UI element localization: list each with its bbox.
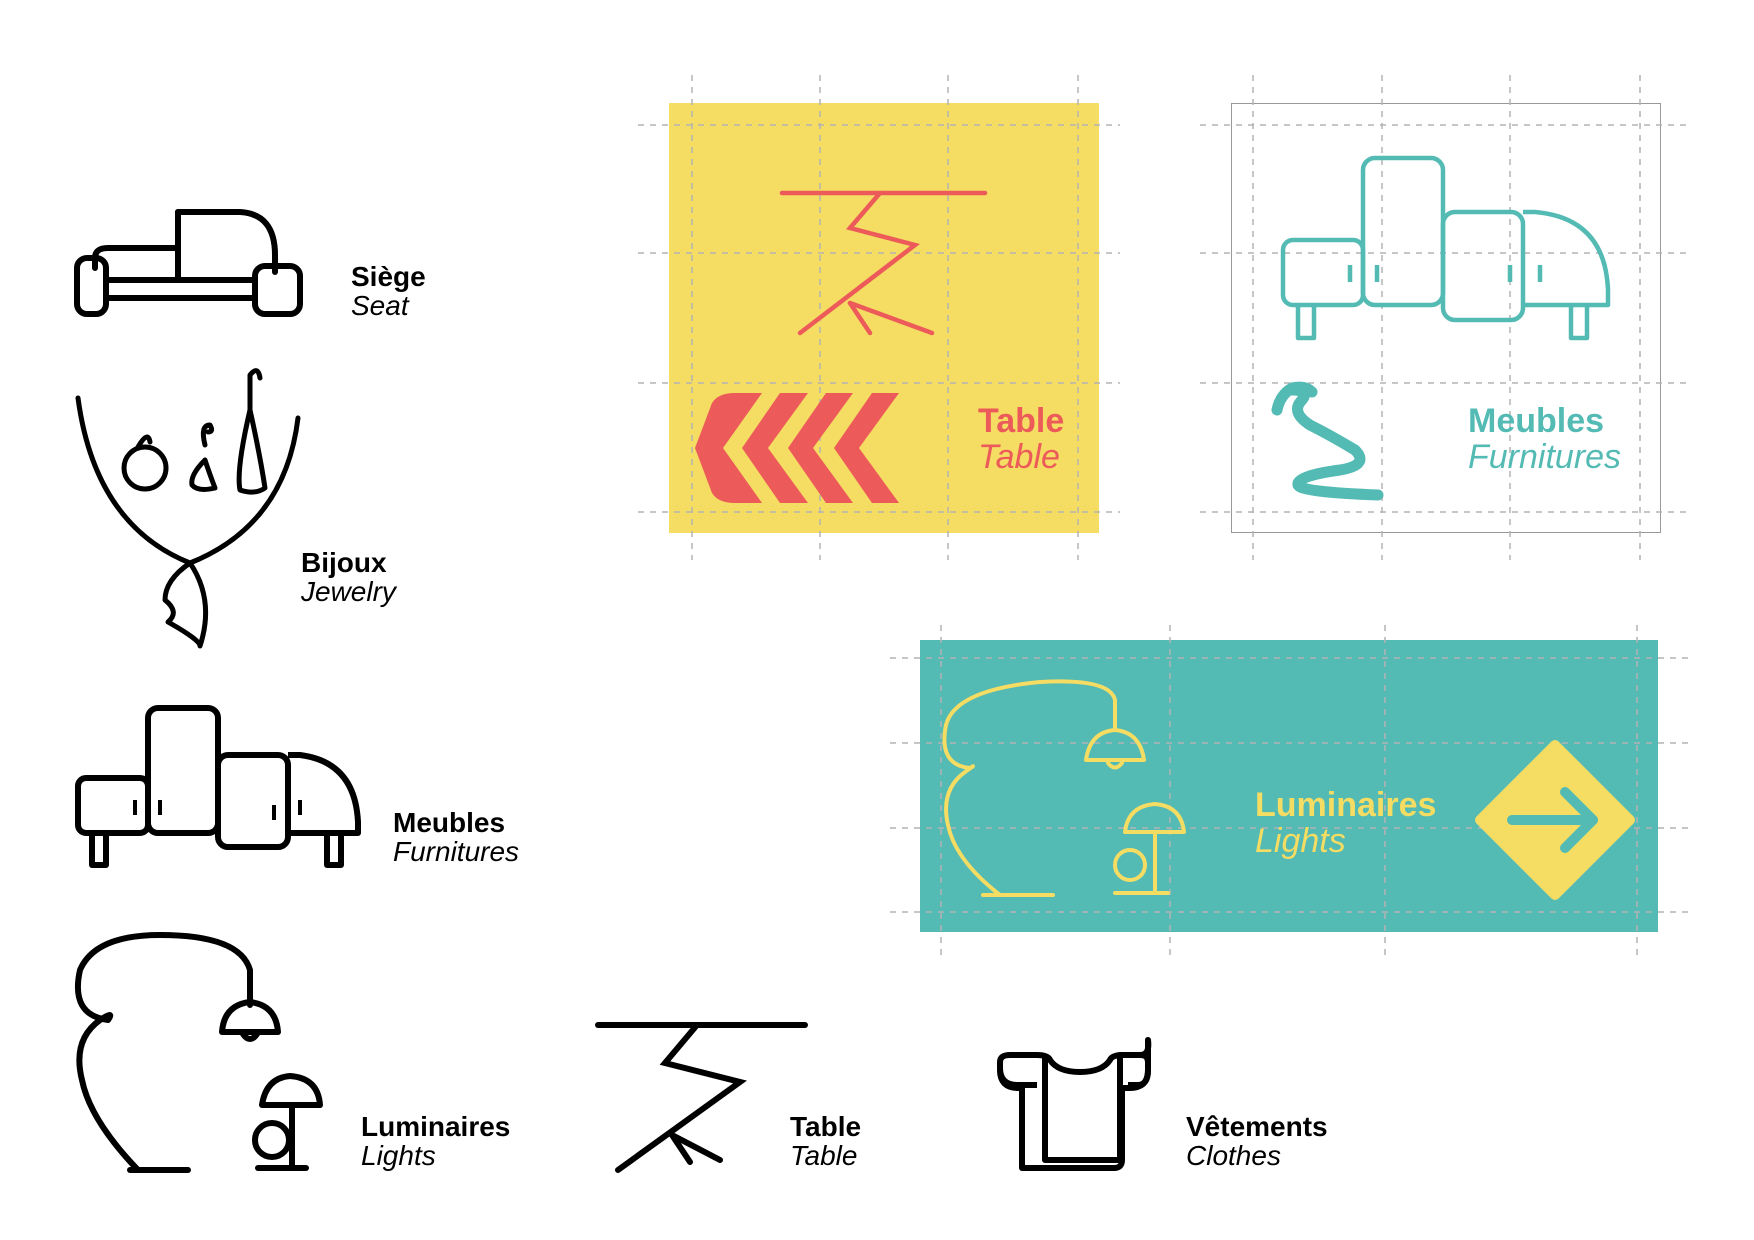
label-furniture-en: Furnitures	[393, 836, 520, 868]
sign-table-label-en: Table	[978, 437, 1060, 476]
label-table-en: Table	[790, 1140, 858, 1172]
sign-lights-label-en: Lights	[1255, 821, 1346, 860]
label-jewelry-en: Jewelry	[301, 576, 396, 608]
sign-table-label-fr: Table	[978, 402, 1065, 440]
label-lights: Luminaires Lights	[361, 1112, 510, 1171]
label-clothes: Vêtements Clothes	[1186, 1112, 1328, 1171]
label-table: Table Table	[790, 1112, 861, 1171]
label-seat-en: Seat	[351, 290, 409, 322]
label-jewelry-fr: Bijoux	[301, 547, 387, 578]
label-table-fr: Table	[790, 1111, 862, 1142]
label-jewelry: Bijoux Jewelry	[301, 548, 396, 607]
sign-furniture-label-en: Furnitures	[1468, 437, 1622, 476]
label-lights-fr: Luminaires	[361, 1111, 511, 1142]
label-lights-en: Lights	[361, 1140, 436, 1172]
sign-lights-label: Luminaires Lights	[1255, 786, 1437, 860]
label-clothes-en: Clothes	[1186, 1140, 1281, 1172]
label-furniture-fr: Meubles	[393, 807, 506, 838]
sign-furniture-label-fr: Meubles	[1468, 402, 1605, 440]
label-seat: Siège Seat	[351, 262, 426, 321]
label-furniture: Meubles Furnitures	[393, 808, 519, 867]
sign-lights-label-fr: Luminaires	[1255, 786, 1437, 824]
label-seat-fr: Siège	[351, 261, 426, 292]
sign-table	[669, 103, 1099, 533]
sign-furniture-label: Meubles Furnitures	[1468, 402, 1622, 476]
label-clothes-fr: Vêtements	[1186, 1111, 1328, 1142]
sign-table-label: Table Table	[978, 402, 1065, 476]
